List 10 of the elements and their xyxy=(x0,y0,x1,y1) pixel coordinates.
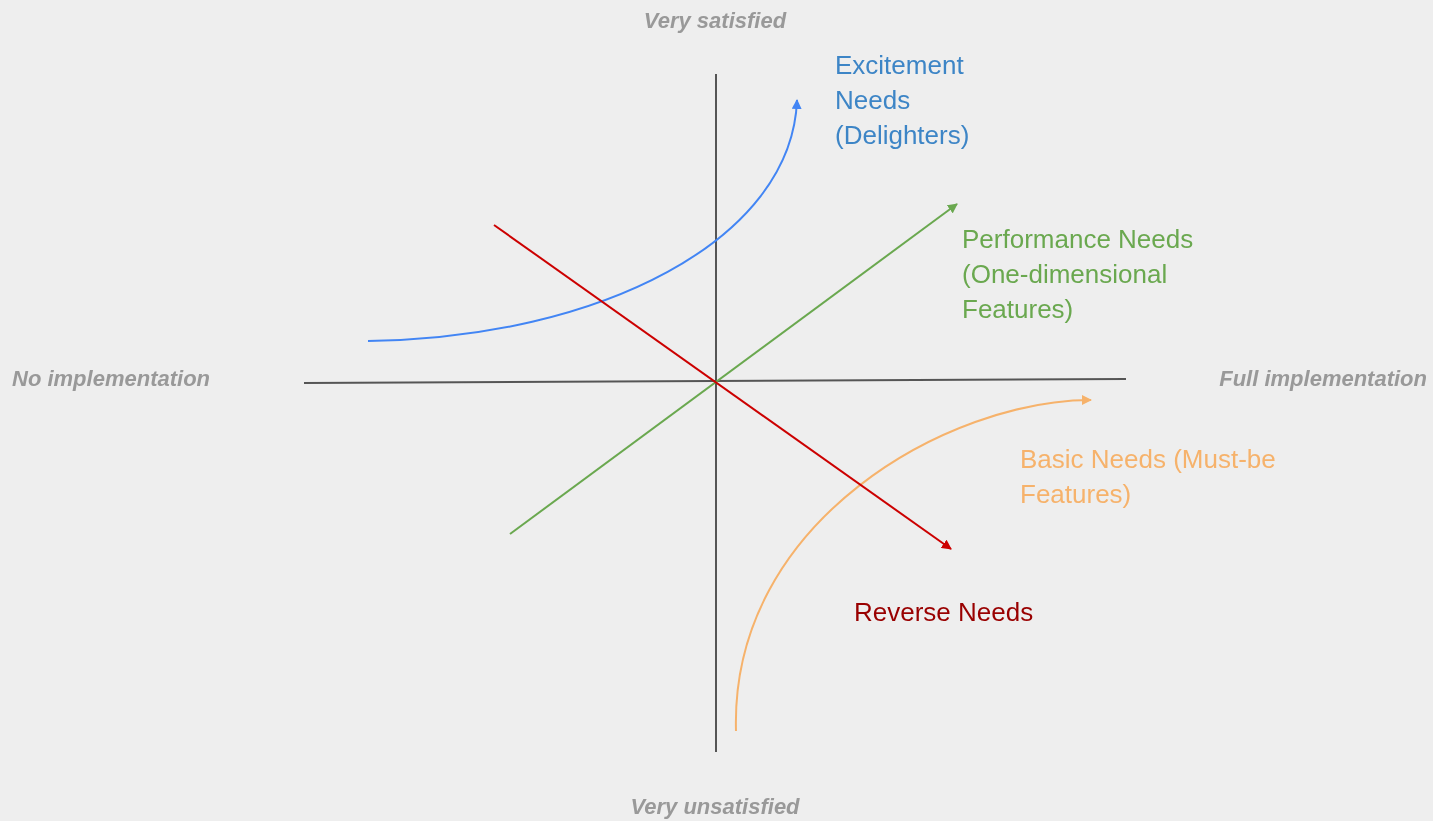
curve-arrow xyxy=(367,99,801,342)
curve-arrow xyxy=(735,395,1092,732)
axis-label: Full implementation xyxy=(1219,365,1427,393)
category-label: Performance Needs (One-dimensional Features) xyxy=(962,223,1195,326)
category-label: Basic Needs (Must-be Features) xyxy=(1020,443,1277,511)
category-label: Excitement Needs (Delighters) xyxy=(835,49,971,152)
axis-label: Very unsatisfied xyxy=(629,793,801,821)
axis-label: Very satisfied xyxy=(642,7,788,35)
axis-label: No implementation xyxy=(12,365,210,393)
category-label: Reverse Needs xyxy=(854,596,1035,629)
